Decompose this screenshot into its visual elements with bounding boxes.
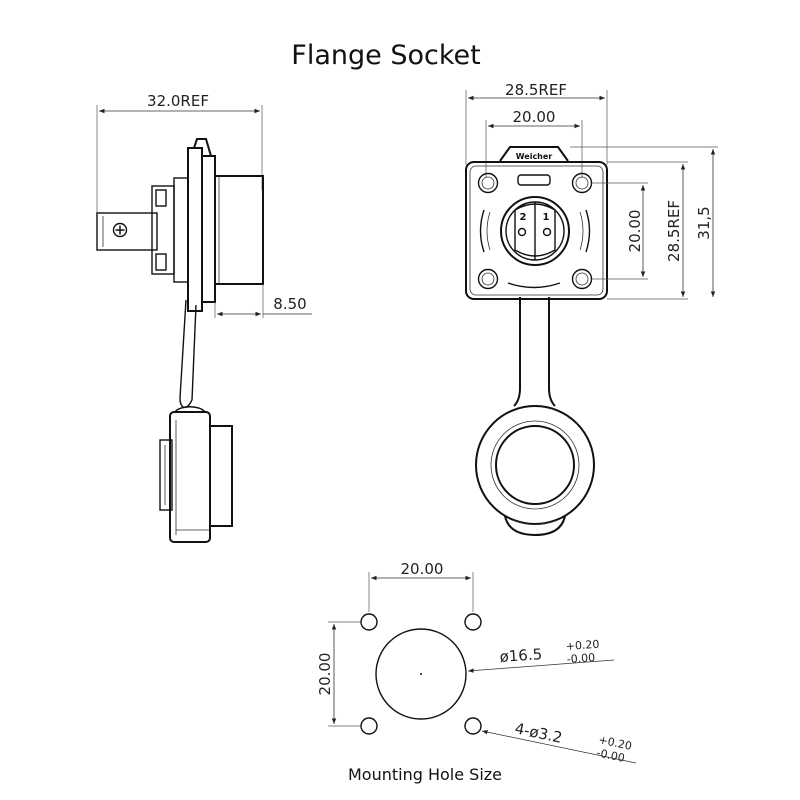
dim-mount-hole-spacing-h: 20.00 <box>401 560 444 578</box>
mounting-hole-caption: Mounting Hole Size <box>348 765 502 784</box>
dim-front-hole-spacing-h: 20.00 <box>513 108 556 126</box>
brand-label: Weicher <box>516 152 553 161</box>
dim-front-height: 31,5 <box>695 206 713 239</box>
dim-center-hole-tol-plus: +0.20 <box>565 638 600 653</box>
dim-overall-length: 32.0REF <box>147 92 209 110</box>
page-title: Flange Socket <box>291 40 480 71</box>
mounting-hole-view: 20.00 20.00 ø16.5 +0.20 -0.00 4-ø3.2 +0.… <box>316 560 637 765</box>
screw-icon <box>112 222 128 238</box>
dim-center-hole-tol-minus: -0.00 <box>566 651 595 666</box>
front-view: 28.5REF 20.00 Weicher <box>465 81 718 537</box>
pin-label-1: 1 <box>543 212 550 223</box>
dim-front-width: 28.5REF <box>505 81 567 99</box>
dim-front-hole-spacing-v: 20.00 <box>626 210 644 253</box>
pin-label-2: 2 <box>520 212 527 223</box>
dim-mount-hole-spacing-v: 20.00 <box>316 653 334 696</box>
dim-center-hole-diameter: ø16.5 <box>499 645 543 666</box>
dim-flange-offset: 8.50 <box>273 295 306 313</box>
dim-front-height-ref: 28.5REF <box>665 200 683 262</box>
dust-cap <box>475 405 595 537</box>
side-view: 32.0REF 8.50 <box>96 92 312 543</box>
dim-screw-hole-tol-minus: -0.00 <box>595 746 626 765</box>
front-mounting-holes <box>477 172 593 290</box>
